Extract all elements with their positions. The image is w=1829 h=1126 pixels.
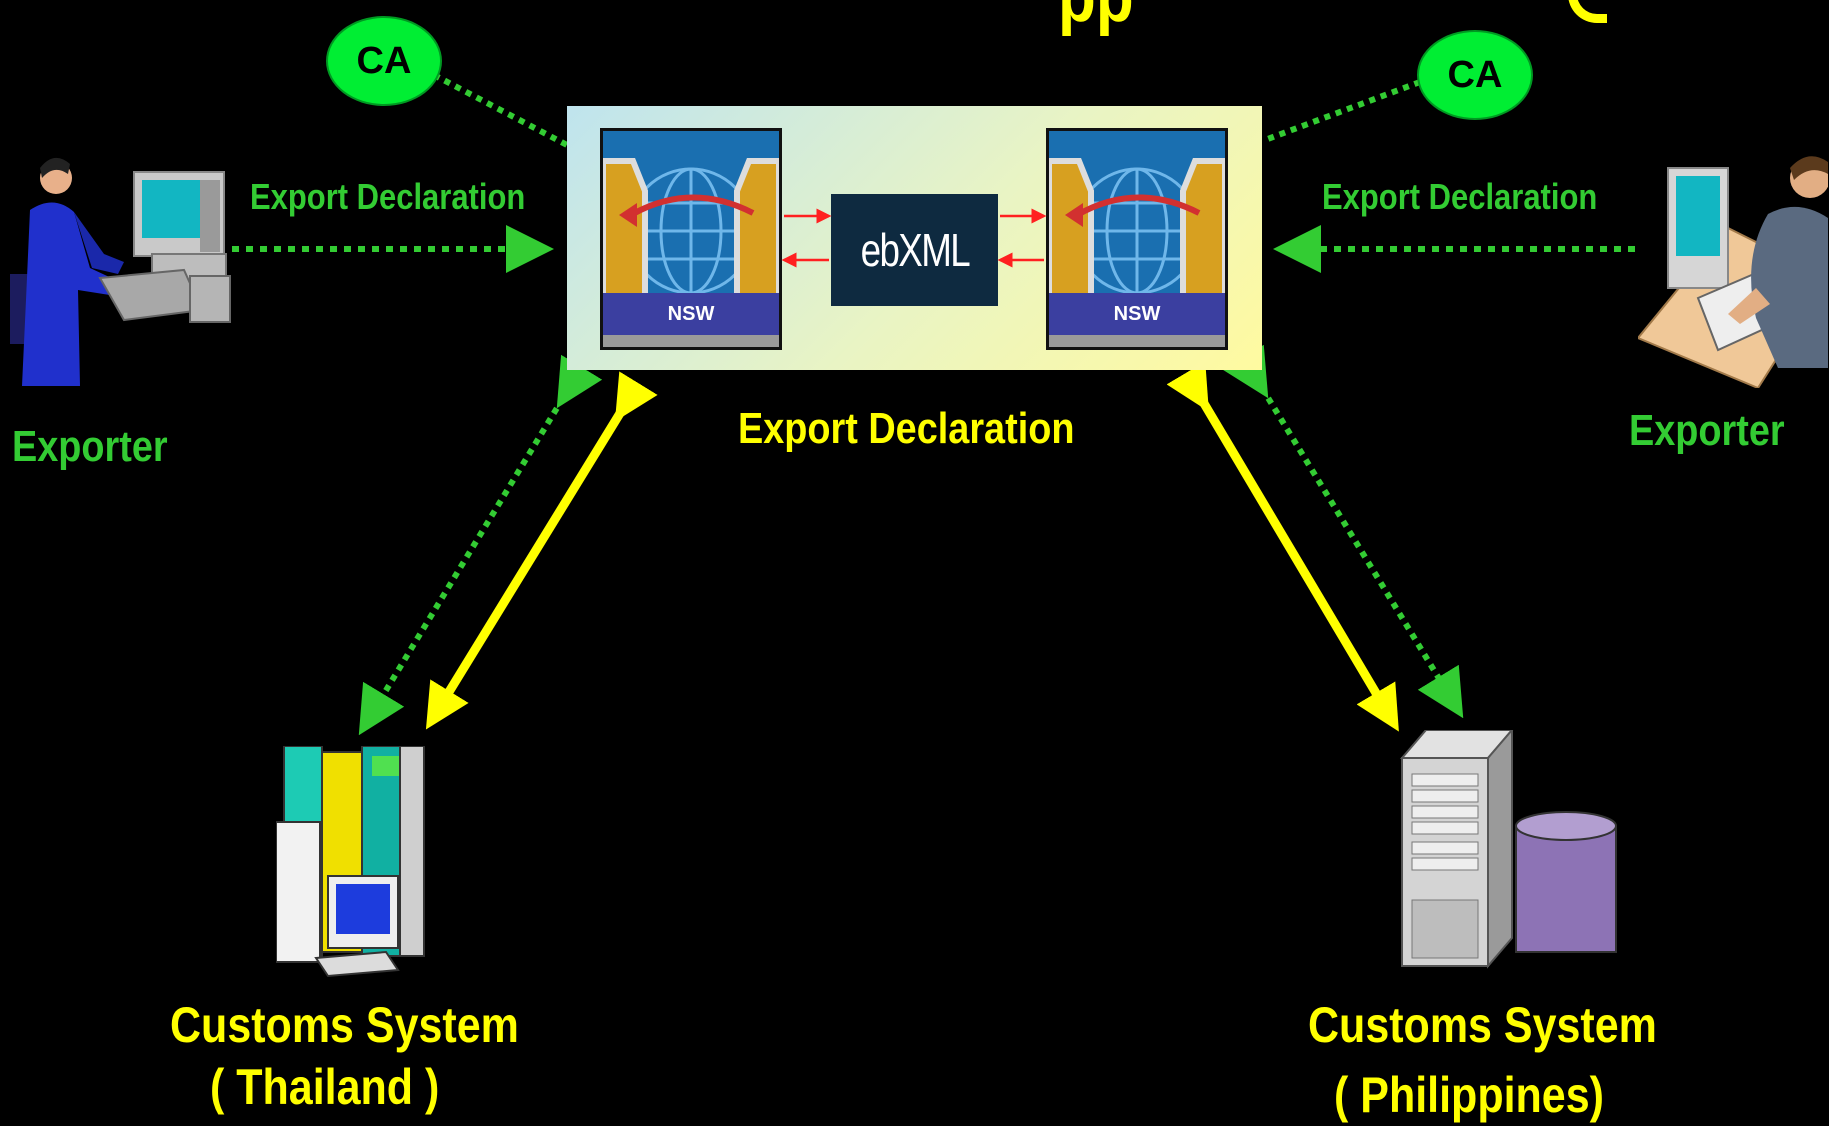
- exporter-right-illustration: [1638, 156, 1828, 388]
- ebxml-logo: ebXML: [831, 194, 998, 306]
- exporter-left-illustration: [10, 157, 231, 386]
- customs-thailand-illustration: [276, 746, 425, 978]
- ca-right-link: [1263, 79, 1422, 143]
- customs-philippines-title: Customs System: [1308, 997, 1657, 1053]
- nsw-right-label: NSW: [1049, 293, 1225, 335]
- left-arrow-label: Export Declaration: [250, 176, 526, 217]
- customs-philippines-country: ( Philippines): [1334, 1067, 1604, 1123]
- exchange-arrows: [781, 208, 1047, 268]
- ph-yellow-link: [1166, 361, 1399, 732]
- thai-yellow-link: [425, 371, 658, 730]
- ca-left-label: CA: [356, 39, 412, 82]
- customs-thailand-title: Customs System: [170, 997, 519, 1053]
- customs-thailand-country: ( Thailand ): [210, 1059, 440, 1115]
- title-fragment: pp: [1058, 0, 1134, 38]
- ebxml-logo-text: ebXML: [860, 224, 970, 276]
- ca-right-label: CA: [1447, 53, 1503, 96]
- exporter-right-label: Exporter: [1629, 406, 1785, 455]
- ph-dotted-link: [1222, 344, 1464, 719]
- customs-philippines-illustration: [1399, 730, 1617, 969]
- exporter-left-label: Exporter: [12, 422, 168, 471]
- hub-caption: Export Declaration: [738, 404, 1075, 453]
- nsw-exchange-hub: NSW ebXML NSW: [567, 106, 1262, 370]
- ca-left-link: [432, 72, 569, 148]
- nsw-left-node: NSW: [600, 128, 782, 350]
- ca-right: CA: [1417, 30, 1533, 120]
- nsw-left-label: NSW: [603, 293, 779, 335]
- nsw-right-node: NSW: [1046, 128, 1228, 350]
- right-arrow-label: Export Declaration: [1322, 176, 1598, 217]
- ca-left: CA: [326, 16, 442, 106]
